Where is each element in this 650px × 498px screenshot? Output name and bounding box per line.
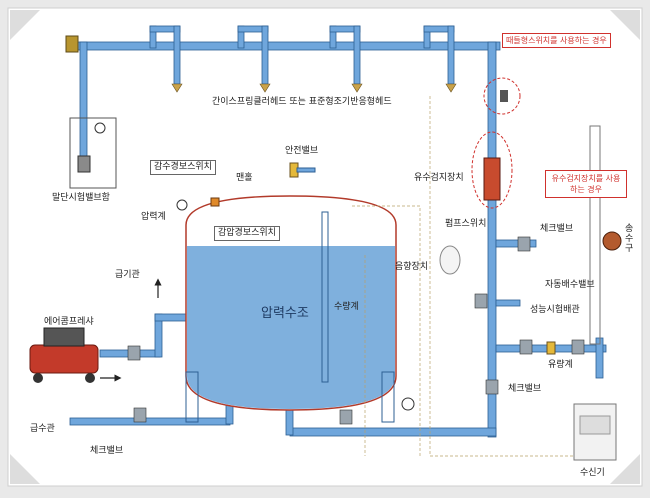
flow-detector-icon bbox=[483, 157, 501, 201]
label-water-supply-pipe: 급수관 bbox=[30, 424, 55, 434]
air-compressor-icon bbox=[29, 327, 99, 383]
drop bbox=[447, 25, 455, 85]
label-flow-detector-note: 유수검지장치를 사용하는 경우 bbox=[545, 170, 627, 198]
corner-tab bbox=[610, 10, 640, 40]
pressure-gauge-icon bbox=[176, 199, 188, 211]
receiver-screen bbox=[579, 415, 611, 435]
bottom-main-pipe bbox=[289, 427, 497, 437]
tower-rack bbox=[589, 125, 601, 345]
check-valve-icon bbox=[485, 379, 499, 395]
tamper-switch-icon bbox=[500, 90, 508, 102]
valve-icon bbox=[339, 409, 353, 425]
label-fire-dept-connection: 송수구 bbox=[625, 224, 634, 254]
label-flow-detector: 유수검지장치 bbox=[414, 173, 464, 183]
tank-water-icon bbox=[187, 246, 395, 409]
sprinkler-head-icon bbox=[445, 83, 457, 93]
flow-meter-icon bbox=[546, 341, 556, 355]
fdc-icon bbox=[602, 231, 622, 251]
alarm-branch-pipe bbox=[495, 299, 521, 307]
switch-icon bbox=[210, 197, 220, 207]
label-check-valve-bottom: 체크밸브 bbox=[90, 446, 124, 456]
label-pump-switch: 펌프스위치 bbox=[445, 219, 487, 229]
top-left-valve-icon bbox=[65, 35, 79, 53]
label-receiver: 수신기 bbox=[580, 468, 605, 478]
safety-valve-pipe bbox=[296, 167, 316, 173]
valve-icon bbox=[133, 407, 147, 423]
end-test-valve-box bbox=[69, 117, 117, 189]
signal-lines bbox=[352, 96, 574, 457]
valve-icon bbox=[571, 339, 585, 355]
label-check-valve-right: 체크밸브 bbox=[540, 224, 574, 234]
label-pressure-gauge: 압력계 bbox=[141, 212, 166, 222]
drop bbox=[261, 25, 269, 85]
label-manhole: 맨홀 bbox=[236, 173, 253, 183]
main-riser-pipe bbox=[487, 41, 497, 438]
label-auto-drain-valve: 자동배수밸브 bbox=[545, 280, 595, 290]
water-supply-pipe bbox=[69, 417, 231, 426]
valve-icon bbox=[474, 293, 488, 309]
top-main-pipe bbox=[71, 41, 501, 51]
label-tamper-switch-note: 때들형스위치를 사용하는 경우 bbox=[502, 33, 611, 48]
valve-icon bbox=[519, 339, 533, 355]
label-performance-test-pipe: 성능시험배관 bbox=[530, 305, 580, 315]
valve-icon bbox=[517, 236, 531, 252]
corner-tab bbox=[610, 454, 640, 484]
label-end-test-valve: 말단시험밸브함 bbox=[52, 193, 110, 203]
corner-tab bbox=[10, 10, 40, 40]
sprinkler-head-icon bbox=[171, 83, 183, 93]
label-low-water-switch: 감수경보스위치 bbox=[150, 160, 216, 175]
label-pressure-tank: 압력수조 bbox=[261, 306, 309, 321]
gauge-icon bbox=[94, 122, 106, 134]
tamper-switch-highlight bbox=[483, 77, 521, 115]
sprinkler-heads bbox=[171, 83, 457, 93]
drop bbox=[173, 25, 181, 85]
air-line-inlet bbox=[154, 313, 188, 322]
pressure-gauge-icon bbox=[401, 397, 415, 411]
alarm-device-icon bbox=[439, 245, 461, 275]
label-air-supply-pipe: 급기관 bbox=[115, 270, 140, 280]
sprinkler-drops bbox=[149, 25, 455, 85]
label-safety-valve: 안전밸브 bbox=[285, 146, 319, 156]
label-alarm-device: 음향장치 bbox=[395, 262, 429, 272]
drop bbox=[353, 25, 361, 85]
valve-icon bbox=[77, 155, 91, 173]
label-flow-meter: 유량계 bbox=[548, 360, 573, 370]
tank-leg bbox=[185, 371, 199, 423]
end-test-drop-pipe bbox=[79, 41, 88, 161]
flow-detector-highlight bbox=[471, 131, 513, 209]
tank-leg bbox=[381, 371, 395, 423]
fdc-branch-pipe bbox=[495, 239, 537, 248]
level-gauge-icon bbox=[321, 211, 329, 383]
label-check-valve-lower-right: 체크밸브 bbox=[508, 384, 542, 394]
sprinkler-head-icon bbox=[351, 83, 363, 93]
label-low-pressure-switch: 감압경보스위치 bbox=[214, 226, 280, 241]
corner-tab bbox=[10, 454, 40, 484]
sprinkler-head-icon bbox=[259, 83, 271, 93]
valve-icon bbox=[127, 345, 141, 361]
label-air-compressor: 에어콤프레샤 bbox=[44, 317, 94, 327]
label-sprinkler-head: 간이스프링클러헤드 또는 표준형조기반응형헤드 bbox=[212, 97, 392, 107]
label-water-level-gauge: 수량계 bbox=[334, 302, 359, 312]
